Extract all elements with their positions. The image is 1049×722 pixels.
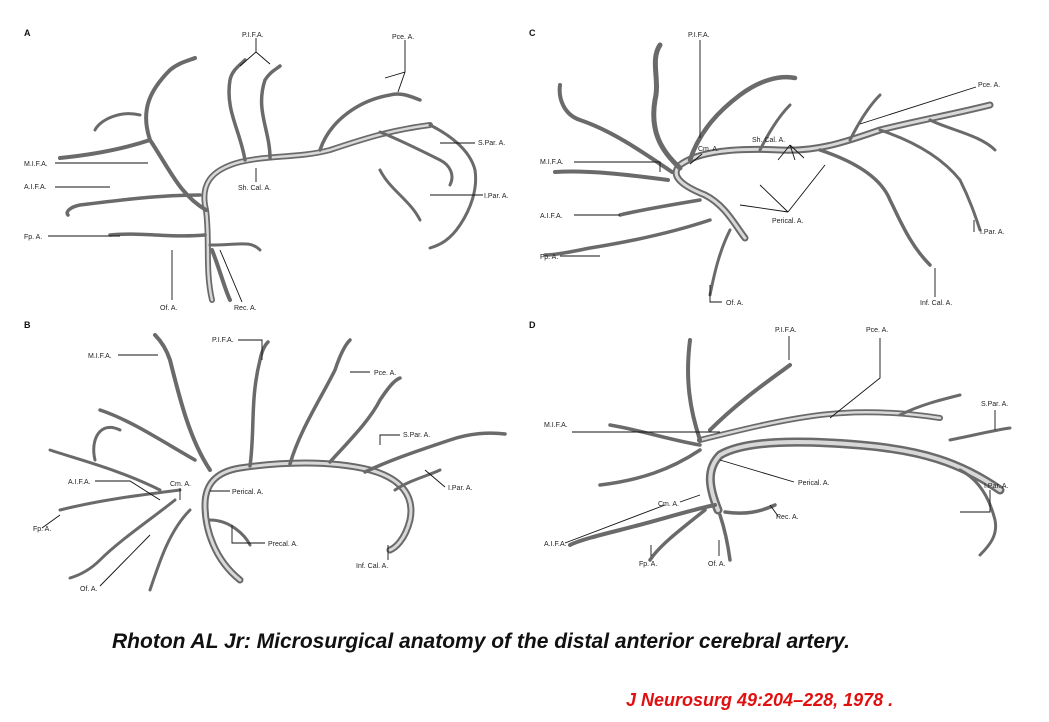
panel-b-leaders — [41, 339, 446, 587]
b-label-aifa: A.I.F.A. — [68, 479, 91, 486]
d-label-cm: Cm. A. — [658, 501, 679, 508]
c-label-aifa: A.I.F.A. — [540, 213, 563, 220]
panel-c-letter: C — [529, 28, 536, 38]
c-label-pce: Pce. A. — [978, 82, 1000, 89]
panel-c-leaders — [560, 40, 977, 303]
b-label-infcal: Inf. Cal. A. — [356, 563, 388, 570]
c-label-infcal: Inf. Cal. A. — [920, 300, 952, 307]
panel-a-letter: A — [24, 28, 31, 38]
d-label-pifa: P.I.F.A. — [775, 327, 797, 334]
panel-c-vessels — [543, 42, 997, 297]
a-label-spar: S.Par. A. — [478, 140, 505, 147]
d-label-perical: Perical. A. — [798, 480, 830, 487]
a-label-of: Of. A. — [160, 305, 178, 312]
panel-b-vessels — [48, 333, 507, 592]
citation-caption: Rhoton AL Jr: Microsurgical anatomy of t… — [112, 630, 850, 653]
b-label-cm: Cm. A. — [170, 481, 191, 488]
panel-d-leaders — [564, 336, 996, 556]
d-label-rec: Rec. A. — [776, 514, 799, 521]
a-label-shcal: Sh. Cal. A. — [238, 185, 271, 192]
d-label-of: Of. A. — [708, 561, 726, 568]
d-label-spar: S.Par. A. — [981, 401, 1008, 408]
b-label-pifa: P.I.F.A. — [212, 337, 234, 344]
c-label-pifa: P.I.F.A. — [688, 32, 710, 39]
a-label-mifa: M.I.F.A. — [24, 161, 48, 168]
c-label-of: Of. A. — [726, 300, 744, 307]
a-label-pifa: P.I.F.A. — [242, 32, 264, 39]
b-label-mifa: M.I.F.A. — [88, 353, 112, 360]
panel-c: C — [529, 28, 1005, 307]
b-label-of: Of. A. — [80, 586, 98, 593]
d-label-ipar: I.Par. A. — [984, 483, 1009, 490]
journal-reference: J Neurosurg 49:204–228, 1978 . — [626, 690, 894, 710]
b-label-spar: S.Par. A. — [403, 432, 430, 439]
panel-a-leaders — [48, 38, 483, 303]
b-label-fp: Fp. A. — [33, 526, 51, 533]
d-label-aifa: A.I.F.A. — [544, 541, 567, 548]
panel-b-letter: B — [24, 320, 31, 330]
panel-d-letter: D — [529, 320, 536, 330]
d-label-fp: Fp. A. — [639, 561, 657, 568]
b-label-ipar: I.Par. A. — [448, 485, 473, 492]
b-label-pce: Pce. A. — [374, 370, 396, 377]
b-label-precal: Precal. A. — [268, 541, 298, 548]
c-label-fp: Fp. A. — [540, 254, 558, 261]
d-label-mifa: M.I.F.A. — [544, 422, 568, 429]
panel-d-vessels — [568, 338, 1012, 562]
panel-d: D — [529, 320, 1012, 568]
d-label-pce: Pce. A. — [866, 327, 888, 334]
a-label-rec: Rec. A. — [234, 305, 257, 312]
a-label-aifa: A.I.F.A. — [24, 184, 47, 191]
c-label-perical: Perical. A. — [772, 218, 804, 225]
c-label-shcal: Sh. Cal. A. — [752, 137, 785, 144]
c-label-ipar: I.Par. A. — [980, 229, 1005, 236]
a-label-fp: Fp. A. — [24, 234, 42, 241]
a-label-pce: Pce. A. — [392, 34, 414, 41]
c-label-mifa: M.I.F.A. — [540, 159, 564, 166]
c-label-cm: Cm. A. — [698, 146, 719, 153]
a-label-ipar: I.Par. A. — [484, 193, 509, 200]
b-label-perical: Perical. A. — [232, 489, 264, 496]
panel-a-vessels — [58, 56, 478, 303]
panel-b: B — [24, 320, 507, 593]
panel-a: A — [24, 28, 509, 312]
